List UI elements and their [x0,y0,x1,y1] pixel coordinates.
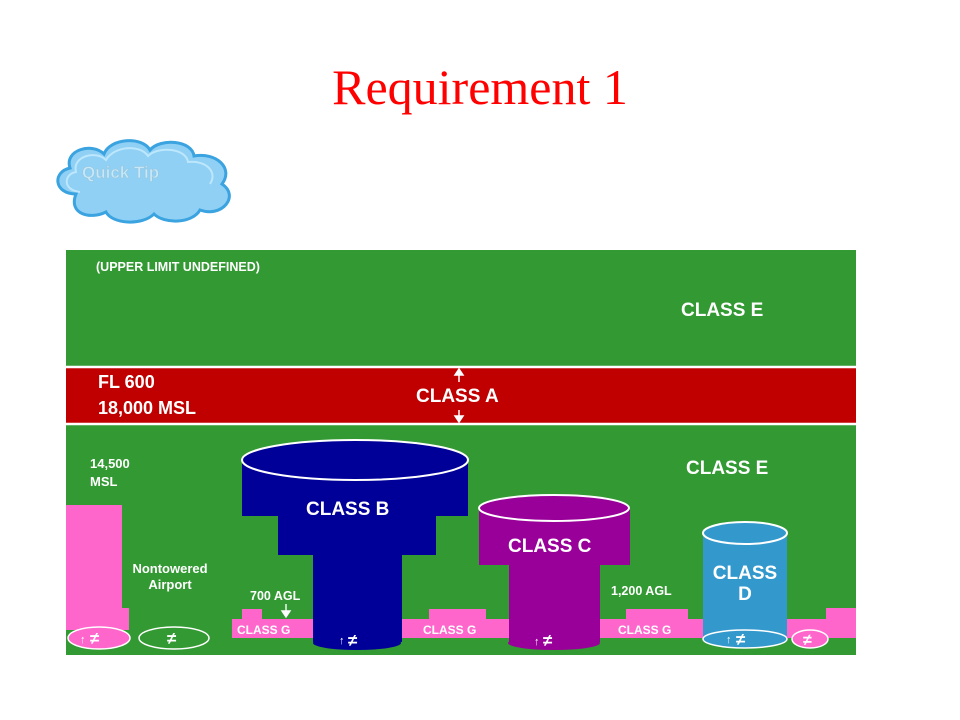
quick-tip-button[interactable]: Quick Tip [46,134,242,224]
class-g-strip-1 [232,609,313,638]
agl700-arrow [280,604,292,619]
nontowered-airport-ellipse [138,626,210,650]
slide-title: Requirement 1 [332,59,628,115]
class-a-label: CLASS A [416,386,499,407]
nontowered-label-line2: Airport [148,577,192,592]
left-ground-symbol: ≠ [90,629,100,648]
class-b-airspace [241,439,469,650]
class-b-ground-arrow: ↑ [339,635,345,647]
class-a-band [66,367,856,424]
class-g-label-1: CLASS G [237,623,290,637]
class-d-label-line2: D [738,584,752,605]
class-g-label-3: CLASS G [618,623,671,637]
upper-limit-label: (UPPER LIMIT UNDEFINED) [96,260,260,274]
nontowered-label-line1: Nontowered [132,561,207,576]
class-d-ground-symbol: ≠ [736,630,746,649]
class-e-top-label: CLASS E [681,300,763,321]
class-e-upper-region [66,250,856,367]
class-g-label-2: CLASS G [423,623,476,637]
agl700-label: 700 AGL [250,589,301,603]
nontowered-symbol: ≠ [167,629,177,648]
airspace-diagram: (UPPER LIMIT UNDEFINED) CLASS E FL 600 1… [66,250,856,655]
class-c-label: CLASS C [508,536,592,557]
class-d-ground-arrow: ↑ [726,634,732,646]
msl14500-line2: MSL [90,474,118,489]
right-ground-ellipse [791,629,829,649]
cloud-icon [56,139,231,224]
quick-tip-label: Quick Tip [82,163,159,182]
class-b-label: CLASS B [306,499,389,520]
left-ground-arrow: ↑ [80,634,86,646]
msl14500-line1: 14,500 [90,456,130,471]
agl1200-label: 1,200 AGL [611,584,672,598]
class-d-label-line1: CLASS [713,563,777,584]
class-b-ground-symbol: ≠ [348,631,358,650]
class-g-strip-3 [600,609,704,638]
class-g-left-region [66,505,129,630]
left-ground-ellipse [67,626,131,650]
right-ground-symbol: ≠ [803,632,812,649]
class-d-airspace [702,521,788,649]
class-a-extent-arrows [453,367,465,424]
class-c-ground-symbol: ≠ [543,631,553,650]
class-c-ground-arrow: ↑ [534,636,540,648]
msl18000-label: 18,000 MSL [98,398,196,418]
class-e-mid-label: CLASS E [686,458,768,479]
class-c-airspace [478,494,630,650]
class-g-strip-2 [402,609,509,638]
fl600-label: FL 600 [98,372,155,392]
